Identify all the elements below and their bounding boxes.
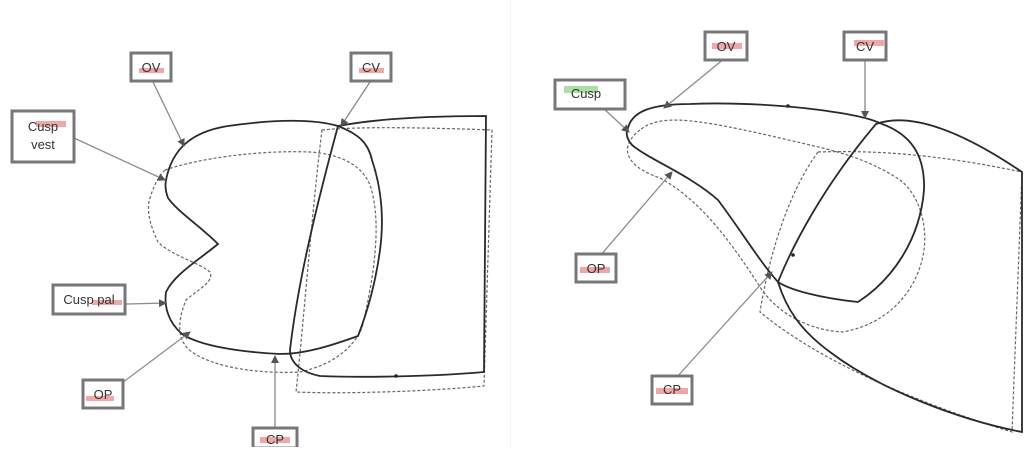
label-ov-right: OV xyxy=(705,32,747,60)
label-text: CP xyxy=(266,432,284,447)
label-text-line2: vest xyxy=(31,137,55,152)
label-text-line1: Cusp xyxy=(28,119,58,134)
label-cusp-right: Cusp xyxy=(555,80,625,109)
label-op-left: OP xyxy=(83,380,123,408)
left-dashed-outline xyxy=(148,128,492,393)
label-cusp-vest-left: Cusp vest xyxy=(12,111,74,162)
label-text: OP xyxy=(94,387,113,402)
label-text: CP xyxy=(663,382,681,397)
label-op-right: OP xyxy=(576,254,616,282)
label-text: Cusp pal xyxy=(63,292,114,307)
label-cusp-pal-left: Cusp pal xyxy=(53,285,125,314)
right-leader-lines xyxy=(600,58,865,378)
right-panel: OV CV Cusp OP CP xyxy=(555,32,1022,432)
label-cv-right: CV xyxy=(844,32,886,60)
left-panel: OV CV Cusp vest Cusp pal OP xyxy=(12,53,492,447)
label-text: OV xyxy=(717,39,736,54)
label-text: CV xyxy=(362,60,380,75)
label-cp-right: CP xyxy=(652,376,692,404)
label-ov-left: OV xyxy=(131,53,171,81)
label-cp-left: CP xyxy=(253,428,297,447)
label-text: Cusp xyxy=(571,86,601,101)
label-text: OV xyxy=(142,60,161,75)
label-text: CV xyxy=(856,39,874,54)
panel-divider xyxy=(510,0,511,447)
left-solid-outline xyxy=(165,116,486,377)
label-cv-left: CV xyxy=(351,53,391,81)
label-text: OP xyxy=(587,261,606,276)
